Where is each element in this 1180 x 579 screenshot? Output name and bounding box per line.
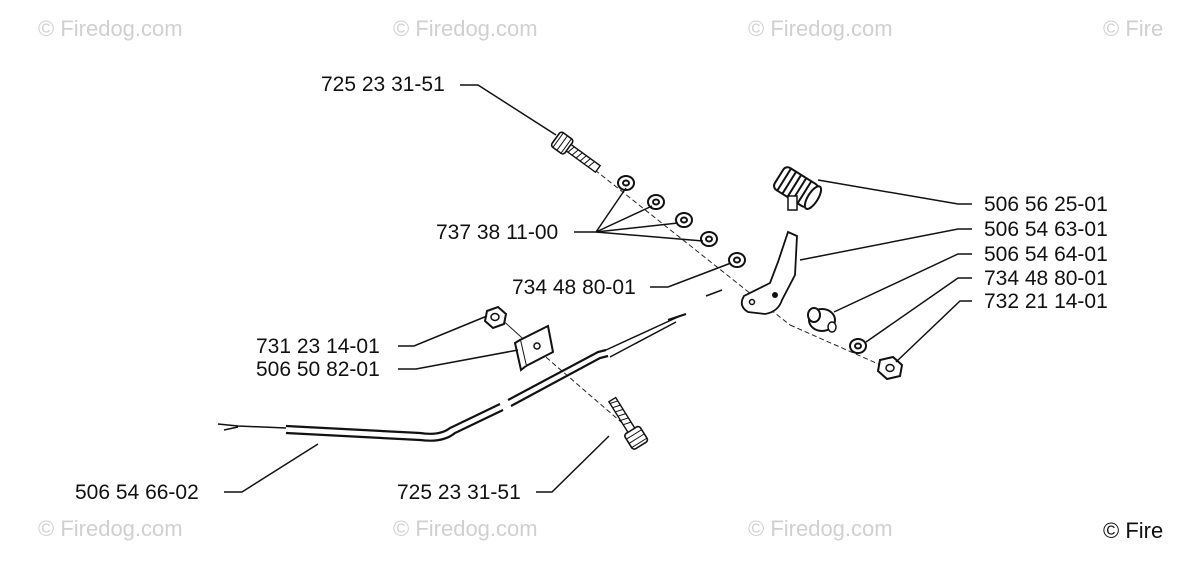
part-label-cable: 506 54 66-02 — [75, 481, 199, 504]
part-label-bottom-screw: 725 23 31-51 — [397, 481, 521, 504]
washer-right-icon — [849, 338, 867, 354]
nut-left-icon — [483, 305, 508, 330]
watermark-top-3: © Firedog.com — [748, 16, 893, 41]
part-label-top-screw: 725 23 31-51 — [321, 73, 445, 96]
part-label-washer-right: 734 48 80-01 — [984, 267, 1108, 290]
spacer-icon — [807, 307, 837, 333]
part-label-knob: 506 56 25-01 — [984, 193, 1108, 216]
watermark-bottom-2: © Firedog.com — [393, 516, 538, 541]
part-label-washer-left: 734 48 80-01 — [512, 276, 636, 299]
throttle-cable-icon — [217, 289, 723, 442]
part-label-clamp: 506 50 82-01 — [256, 358, 380, 381]
part-label-spacer: 506 54 64-01 — [984, 243, 1108, 266]
lever-icon — [740, 230, 798, 315]
knob-icon — [773, 166, 823, 210]
cable-clamp-icon — [513, 324, 555, 372]
leader-lines — [224, 84, 972, 493]
watermark-top-4: © Fire — [1103, 16, 1164, 41]
washer-set-icon — [617, 175, 746, 268]
watermark-top-2: © Firedog.com — [393, 16, 538, 41]
part-label-nut-left: 731 23 14-01 — [256, 335, 380, 358]
screw-bottom-icon — [607, 396, 649, 450]
part-label-nut-right: 732 21 14-01 — [984, 290, 1108, 313]
part-label-washers: 737 38 11-00 — [436, 221, 559, 244]
watermark-bottom-1: © Firedog.com — [38, 516, 183, 541]
watermark-top-1: © Firedog.com — [38, 16, 183, 41]
watermark-bottom-4: © Fire — [1103, 518, 1164, 543]
screw-top-icon — [550, 131, 602, 174]
watermark-bottom-3: © Firedog.com — [748, 516, 893, 541]
nut-right-icon — [876, 355, 904, 381]
part-label-lever: 506 54 63-01 — [984, 218, 1108, 241]
knob-stem-icon — [787, 195, 798, 211]
